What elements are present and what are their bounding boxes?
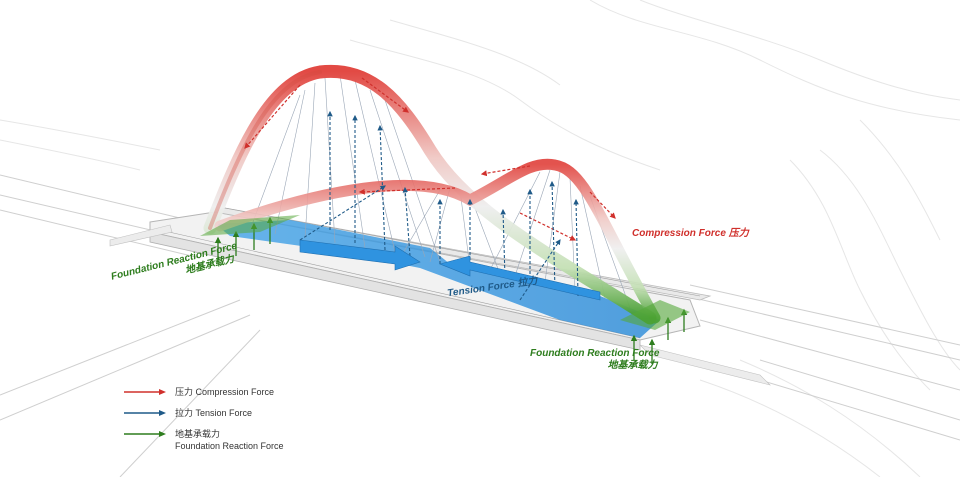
abutments — [200, 215, 690, 330]
legend-compression-text: 压力 Compression Force — [175, 387, 275, 397]
foundation-label-right-cn: 地基承载力 — [607, 359, 658, 371]
foundation-label-right: Foundation Reaction Force 地基承载力 — [530, 348, 659, 371]
legend-compression: 压力 Compression Force — [123, 386, 284, 398]
legend-tension-text: 拉力 Tension Force — [175, 408, 253, 418]
compression-label: Compression Force 压力 — [632, 228, 749, 239]
legend-tension: 拉力 Tension Force — [123, 407, 284, 419]
arch-structure — [203, 64, 661, 325]
blue-arrow-icon — [124, 410, 166, 416]
red-arrow-icon — [124, 389, 166, 395]
arch-right — [214, 158, 661, 324]
legend-foundation: 地基承载力 Foundation Reaction Force — [123, 428, 284, 452]
deck-tension-zone — [215, 220, 660, 338]
legend: 压力 Compression Force 拉力 Tension Force 地基… — [123, 386, 284, 461]
tension-arrows — [299, 110, 579, 301]
foundation-label-right-en: Foundation Reaction Force — [530, 348, 660, 359]
deck-tension-arrows — [299, 239, 601, 301]
legend-foundation-cn: 地基承载力 — [175, 429, 221, 439]
legend-foundation-en: Foundation Reaction Force — [175, 441, 284, 451]
green-arrow-icon — [124, 431, 166, 437]
arch-left — [203, 64, 657, 325]
legend-foundation-text: 地基承载力 Foundation Reaction Force — [175, 428, 284, 452]
